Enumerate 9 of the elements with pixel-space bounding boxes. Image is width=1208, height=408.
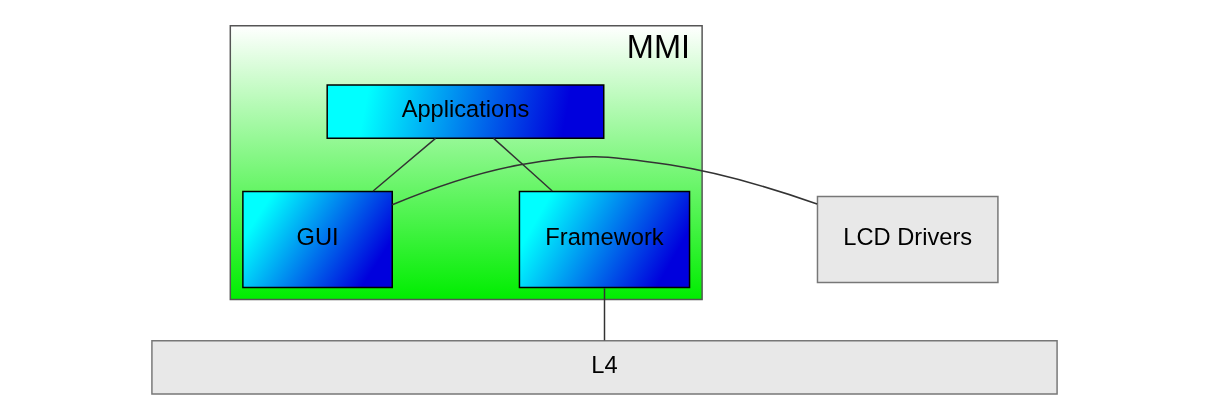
node-box: LCD Drivers	[816, 195, 999, 284]
connector	[371, 137, 436, 192]
connector	[391, 155, 818, 206]
connector	[603, 287, 605, 342]
node-box: GUI	[241, 190, 393, 289]
node-box: Framework	[518, 190, 690, 289]
connector	[492, 137, 553, 192]
node-box: L4	[150, 340, 1058, 395]
node-box: Applications	[325, 84, 604, 139]
